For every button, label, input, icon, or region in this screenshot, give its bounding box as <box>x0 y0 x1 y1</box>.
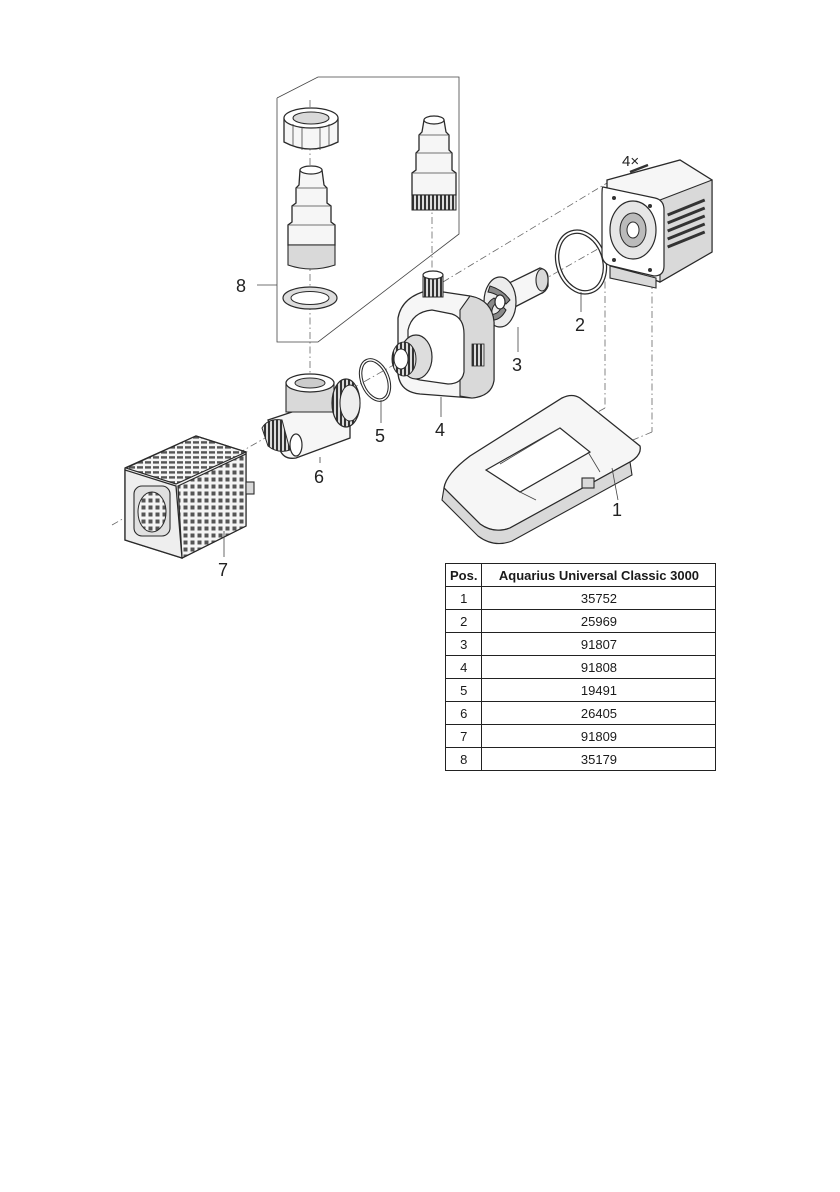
union-nut <box>284 108 338 150</box>
table-header-row: Pos. Aquarius Universal Classic 3000 <box>446 564 716 587</box>
pos-column-header: Pos. <box>446 564 482 587</box>
callout-4: 4 <box>435 420 445 440</box>
pump-housing-part-4 <box>392 271 494 398</box>
stepped-hose-adapter-right <box>412 116 456 210</box>
pump-motor-block <box>602 160 712 288</box>
part-number-cell: 91809 <box>482 725 716 748</box>
part-number-cell: 91807 <box>482 633 716 656</box>
flow-regulator-part-6 <box>262 374 360 458</box>
callout-2: 2 <box>575 315 585 335</box>
stepped-hose-adapter-left <box>288 166 335 269</box>
callout-1: 1 <box>612 500 622 520</box>
pos-cell: 5 <box>446 679 482 702</box>
strainer-basket-part-7 <box>125 436 254 558</box>
callout-5: 5 <box>375 426 385 446</box>
pos-cell: 2 <box>446 610 482 633</box>
pos-cell: 1 <box>446 587 482 610</box>
pump-foot-part-1 <box>442 396 640 544</box>
callout-6: 6 <box>314 467 324 487</box>
callout-screws: 4× <box>622 153 639 170</box>
part-number-cell: 25969 <box>482 610 716 633</box>
seal-ring-8 <box>283 287 337 309</box>
part-number-cell: 26405 <box>482 702 716 725</box>
callout-3: 3 <box>512 355 522 375</box>
part-number-cell: 91808 <box>482 656 716 679</box>
pos-cell: 7 <box>446 725 482 748</box>
o-ring-part-5 <box>355 356 395 405</box>
pos-cell: 4 <box>446 656 482 679</box>
callout-8: 8 <box>236 276 246 296</box>
part-number-cell: 35752 <box>482 587 716 610</box>
pos-cell: 6 <box>446 702 482 725</box>
model-column-header: Aquarius Universal Classic 3000 <box>482 564 716 587</box>
part-number-cell: 19491 <box>482 679 716 702</box>
pos-cell: 8 <box>446 748 482 771</box>
part-number-cell: 35179 <box>482 748 716 771</box>
pos-cell: 3 <box>446 633 482 656</box>
callout-7: 7 <box>218 560 228 580</box>
